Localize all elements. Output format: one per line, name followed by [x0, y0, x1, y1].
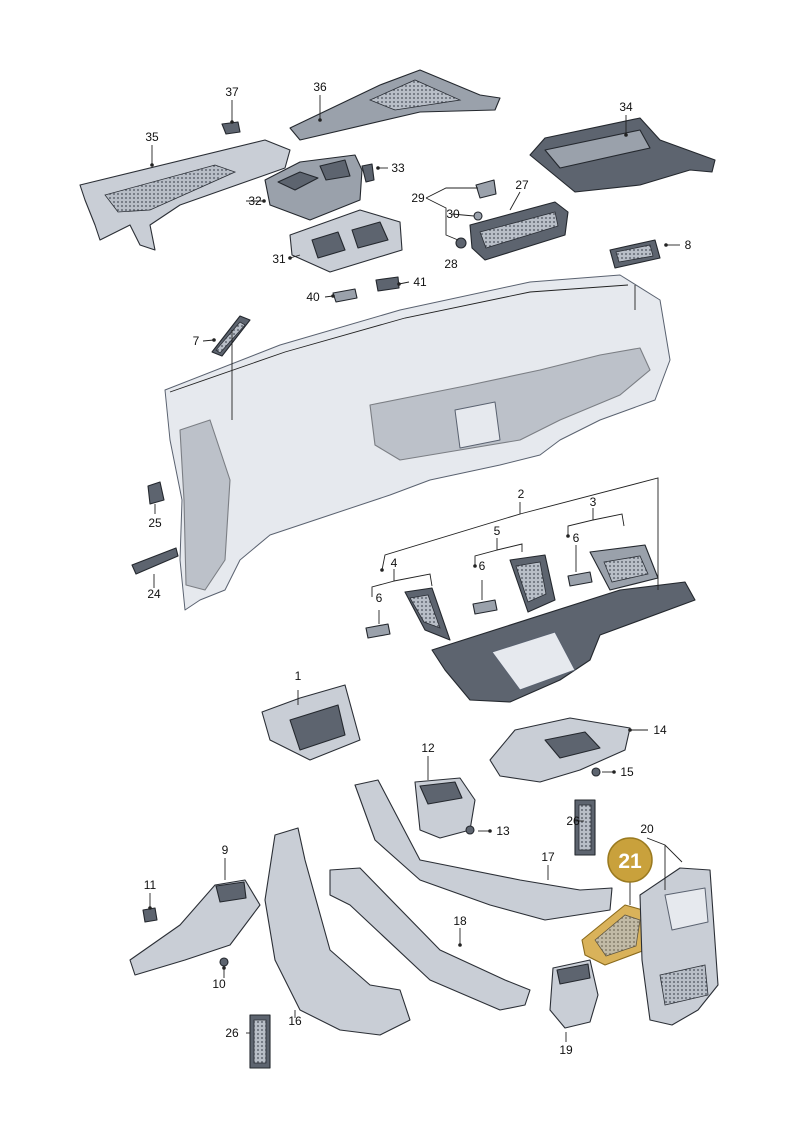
part-33-screw — [361, 163, 375, 183]
part-34-face — [544, 129, 651, 169]
callout-7: 7 — [193, 334, 200, 348]
dashboard-cutout — [454, 401, 501, 449]
part-35-cowl-panel — [79, 139, 291, 251]
part-11-clip — [142, 907, 158, 923]
callout-27: 27 — [515, 178, 529, 192]
callout-4: 4 — [391, 556, 398, 570]
part-36-grille — [368, 79, 462, 111]
callout-6a: 6 — [376, 591, 383, 605]
part-16-duct — [264, 827, 411, 1036]
callout-11: 11 — [144, 878, 157, 892]
part-20-screen — [664, 887, 709, 931]
part-31-openings — [311, 221, 389, 259]
part-9-duct — [129, 879, 261, 976]
callout-8: 8 — [685, 238, 692, 252]
dashboard-top-edge — [169, 284, 629, 393]
callout-20: 20 — [640, 822, 654, 836]
callout-19: 19 — [559, 1043, 573, 1057]
part-35-grille — [104, 164, 237, 213]
callout-26b: 26 — [225, 1026, 239, 1040]
part-24-stalk — [131, 547, 179, 575]
part-8-slats — [615, 244, 654, 263]
part-15-screw — [591, 767, 601, 777]
callout-35: 35 — [145, 130, 159, 144]
callout-3: 3 — [590, 495, 597, 509]
highlight-badge — [607, 837, 653, 883]
callout-24: 24 — [147, 587, 161, 601]
part-27-slats — [479, 211, 559, 249]
callout-28: 28 — [444, 257, 458, 271]
callout-6c: 6 — [573, 531, 580, 545]
part-19-opening — [556, 963, 591, 985]
callout-26a: 26 — [566, 814, 580, 828]
part-14-recess — [544, 731, 601, 759]
callout-18: 18 — [453, 914, 467, 928]
leader-dots — [148, 118, 668, 970]
part-32-opening-2 — [319, 159, 351, 181]
part-10-screw — [219, 957, 229, 967]
part-21-slats — [594, 914, 641, 957]
part-28-knob — [455, 237, 467, 249]
part-5-slats — [515, 561, 547, 603]
callout-labels: 37 36 34 35 33 29 27 32 30 8 31 28 41 41… — [144, 80, 692, 1057]
part-2-display-frame — [491, 631, 576, 691]
part-17-duct — [354, 779, 613, 921]
part-29-bracket — [475, 179, 497, 199]
highlight-label: 21 — [618, 850, 642, 873]
part-6b-clip — [472, 599, 498, 615]
callout-30: 30 — [446, 207, 460, 221]
part-6a-clip — [365, 623, 391, 639]
callout-25: 25 — [148, 516, 162, 530]
callout-5: 5 — [494, 524, 501, 538]
part-25-knob — [147, 481, 165, 505]
dashboard-structure — [369, 347, 651, 461]
callout-14: 14 — [653, 723, 667, 737]
highlight-callout-21: 21 — [607, 837, 653, 883]
callout-2: 2 — [518, 487, 525, 501]
callout-34: 34 — [619, 100, 633, 114]
part-4-slats — [409, 594, 441, 629]
callout-37: 37 — [225, 85, 239, 99]
callout-33: 33 — [391, 161, 405, 175]
part-12-opening — [419, 781, 463, 805]
callout-17: 17 — [541, 850, 555, 864]
callout-36: 36 — [313, 80, 327, 94]
part-41-clip — [375, 276, 400, 292]
part-34-duct — [529, 117, 716, 193]
callout-16: 16 — [288, 1014, 302, 1028]
part-2-center-trim — [431, 581, 696, 703]
part-20-grid — [659, 964, 709, 1006]
callout-6b: 6 — [479, 559, 486, 573]
part-37-clip — [221, 121, 241, 135]
callout-41: 41 — [413, 275, 427, 289]
part-18-duct — [329, 867, 531, 1011]
part-30-clip — [473, 211, 483, 221]
callout-31: 31 — [272, 252, 286, 266]
part-13-screw — [465, 825, 475, 835]
callout-15: 15 — [620, 765, 634, 779]
part-26b-slats — [253, 1019, 267, 1064]
part-1-face — [289, 704, 346, 751]
part-6c-clip — [567, 571, 593, 587]
part-7-slats — [215, 321, 246, 354]
callout-32: 32 — [248, 194, 262, 208]
part-40-clip — [332, 288, 358, 303]
part-9-face — [215, 881, 247, 903]
callout-13: 13 — [496, 824, 510, 838]
part-3-slats — [603, 555, 649, 583]
dashboard-left-support — [179, 419, 231, 591]
callout-1: 1 — [295, 669, 302, 683]
part-32-opening — [277, 171, 319, 191]
part-26a-slats — [578, 804, 592, 851]
callout-29: 29 — [411, 191, 425, 205]
callout-12: 12 — [421, 741, 435, 755]
